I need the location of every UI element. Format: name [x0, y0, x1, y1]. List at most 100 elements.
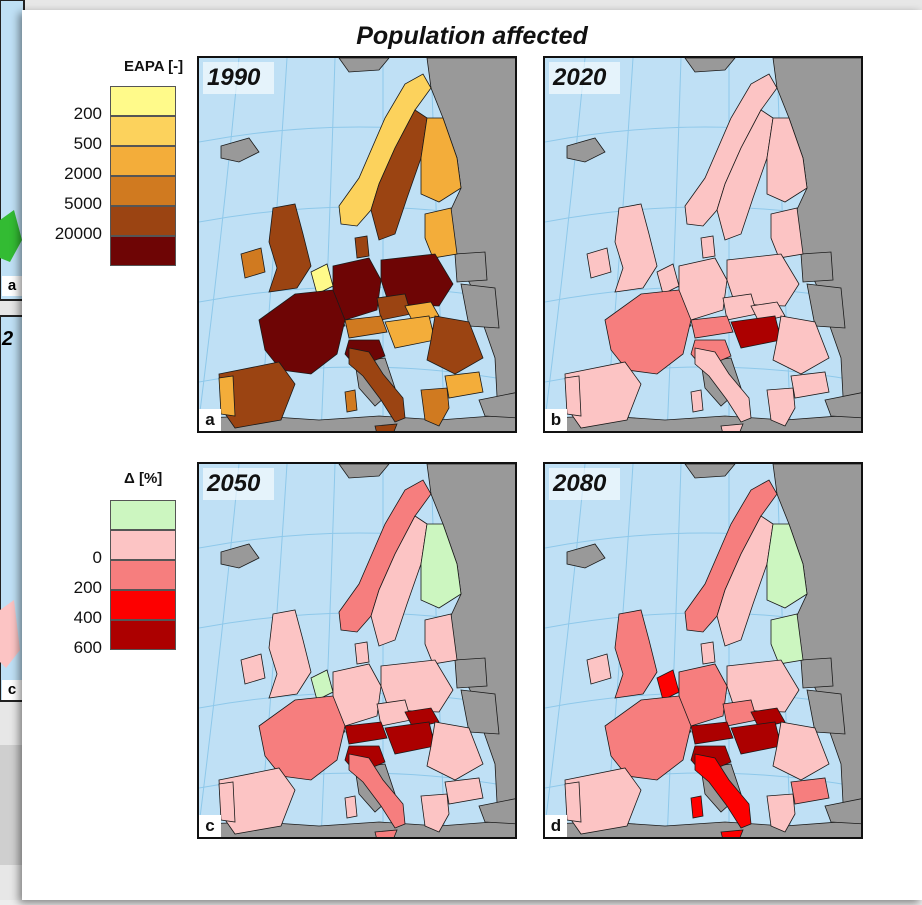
region-greece	[420, 793, 450, 833]
region-uk	[614, 609, 658, 699]
land-turkey	[478, 798, 515, 825]
region-italy	[348, 753, 406, 829]
region-denmark	[354, 235, 370, 259]
meridian-line	[666, 464, 682, 837]
eapa-legend-swatch	[110, 176, 176, 206]
region-finland	[766, 523, 808, 609]
region-finland	[766, 117, 808, 203]
region-baltics	[770, 207, 804, 259]
region-finland	[420, 523, 462, 609]
meridian-line	[320, 464, 336, 837]
region-poland	[726, 253, 800, 307]
land-belarus	[454, 251, 488, 283]
region-sardinia	[344, 795, 358, 819]
delta-legend-label: 0	[92, 548, 102, 567]
land-svalbard	[684, 58, 736, 73]
europe-map-1990	[199, 58, 515, 431]
region-portugal	[564, 375, 582, 417]
region-ireland	[240, 653, 266, 685]
region-austria	[690, 315, 734, 339]
region-portugal	[218, 781, 236, 823]
eapa-legend-swatch	[110, 236, 176, 266]
region-sardinia	[690, 795, 704, 819]
region-slovakia	[750, 301, 786, 323]
region-uk	[268, 609, 312, 699]
region-sicily	[374, 829, 398, 837]
panel-letter: c	[199, 815, 221, 837]
background-year-fragment: 2	[2, 328, 14, 350]
region-italy	[348, 347, 406, 423]
delta-legend-title: Δ [%]	[124, 470, 163, 487]
meridian-line	[545, 464, 586, 830]
region-italy	[694, 753, 752, 829]
background-panel-letter-c: c	[2, 680, 22, 700]
land-svalbard	[338, 58, 390, 73]
meridian-line	[545, 58, 586, 424]
delta-legend-swatch	[110, 530, 176, 560]
delta-legend-swatch	[110, 500, 176, 530]
map-panel-2050: 2050 c	[197, 462, 517, 839]
land-svalbard	[684, 464, 736, 479]
region-romania	[426, 315, 484, 375]
panel-year: 2050	[203, 468, 275, 500]
europe-map-2080	[545, 464, 861, 837]
region-ireland	[586, 653, 612, 685]
panel-year: 2080	[549, 468, 621, 500]
region-poland	[380, 659, 454, 713]
meridian-line	[199, 464, 240, 830]
land-iceland	[220, 137, 260, 163]
panel-letter: a	[199, 409, 221, 431]
region-denmark	[700, 235, 716, 259]
region-portugal	[218, 375, 236, 417]
region-poland	[380, 253, 454, 307]
land-belarus	[800, 657, 834, 689]
region-baltics	[424, 207, 458, 259]
europe-map-2020	[545, 58, 861, 431]
region-france	[258, 289, 346, 375]
region-romania	[772, 721, 830, 781]
region-denmark	[354, 641, 370, 665]
region-greece	[420, 387, 450, 427]
delta-legend-label: 600	[73, 638, 102, 657]
region-poland	[726, 659, 800, 713]
land-turkey	[478, 392, 515, 419]
region-ireland	[586, 247, 612, 279]
region-austria	[690, 721, 734, 745]
panel-year: 1990	[203, 62, 275, 94]
region-france	[604, 289, 692, 375]
eapa-legend-label: 20000	[54, 224, 102, 243]
region-slovakia	[404, 301, 440, 323]
background-panel-letter-a: a	[2, 276, 22, 296]
map-panel-2020: 2020 b	[543, 56, 863, 433]
land-belarus	[800, 251, 834, 283]
region-sicily	[720, 829, 744, 837]
land-svalbard	[338, 464, 390, 479]
eapa-legend-label: 200	[73, 104, 102, 123]
meridian-line	[666, 58, 682, 431]
region-romania	[772, 315, 830, 375]
region-uk	[614, 203, 658, 293]
panel-year: 2020	[549, 62, 621, 94]
figure-title: Population affected	[356, 22, 588, 50]
land-iceland	[566, 543, 606, 569]
land-turkey	[824, 392, 861, 419]
eapa-legend-label: 500	[73, 134, 102, 153]
europe-map-2050	[199, 464, 515, 837]
land-ukraine-moldova	[460, 689, 500, 735]
region-baltics	[770, 613, 804, 665]
eapa-legend-swatch	[110, 116, 176, 146]
meridian-line	[199, 58, 240, 424]
region-france	[604, 695, 692, 781]
region-romania	[426, 721, 484, 781]
region-slovakia	[404, 707, 440, 729]
region-ireland	[240, 247, 266, 279]
land-ukraine-moldova	[806, 283, 846, 329]
panel-letter: b	[545, 409, 567, 431]
region-italy	[694, 347, 752, 423]
region-sardinia	[690, 389, 704, 413]
region-baltics	[424, 613, 458, 665]
eapa-legend-label: 5000	[64, 194, 102, 213]
eapa-legend-swatch	[110, 206, 176, 236]
map-panel-2080: 2080 d	[543, 462, 863, 839]
region-greece	[766, 387, 796, 427]
